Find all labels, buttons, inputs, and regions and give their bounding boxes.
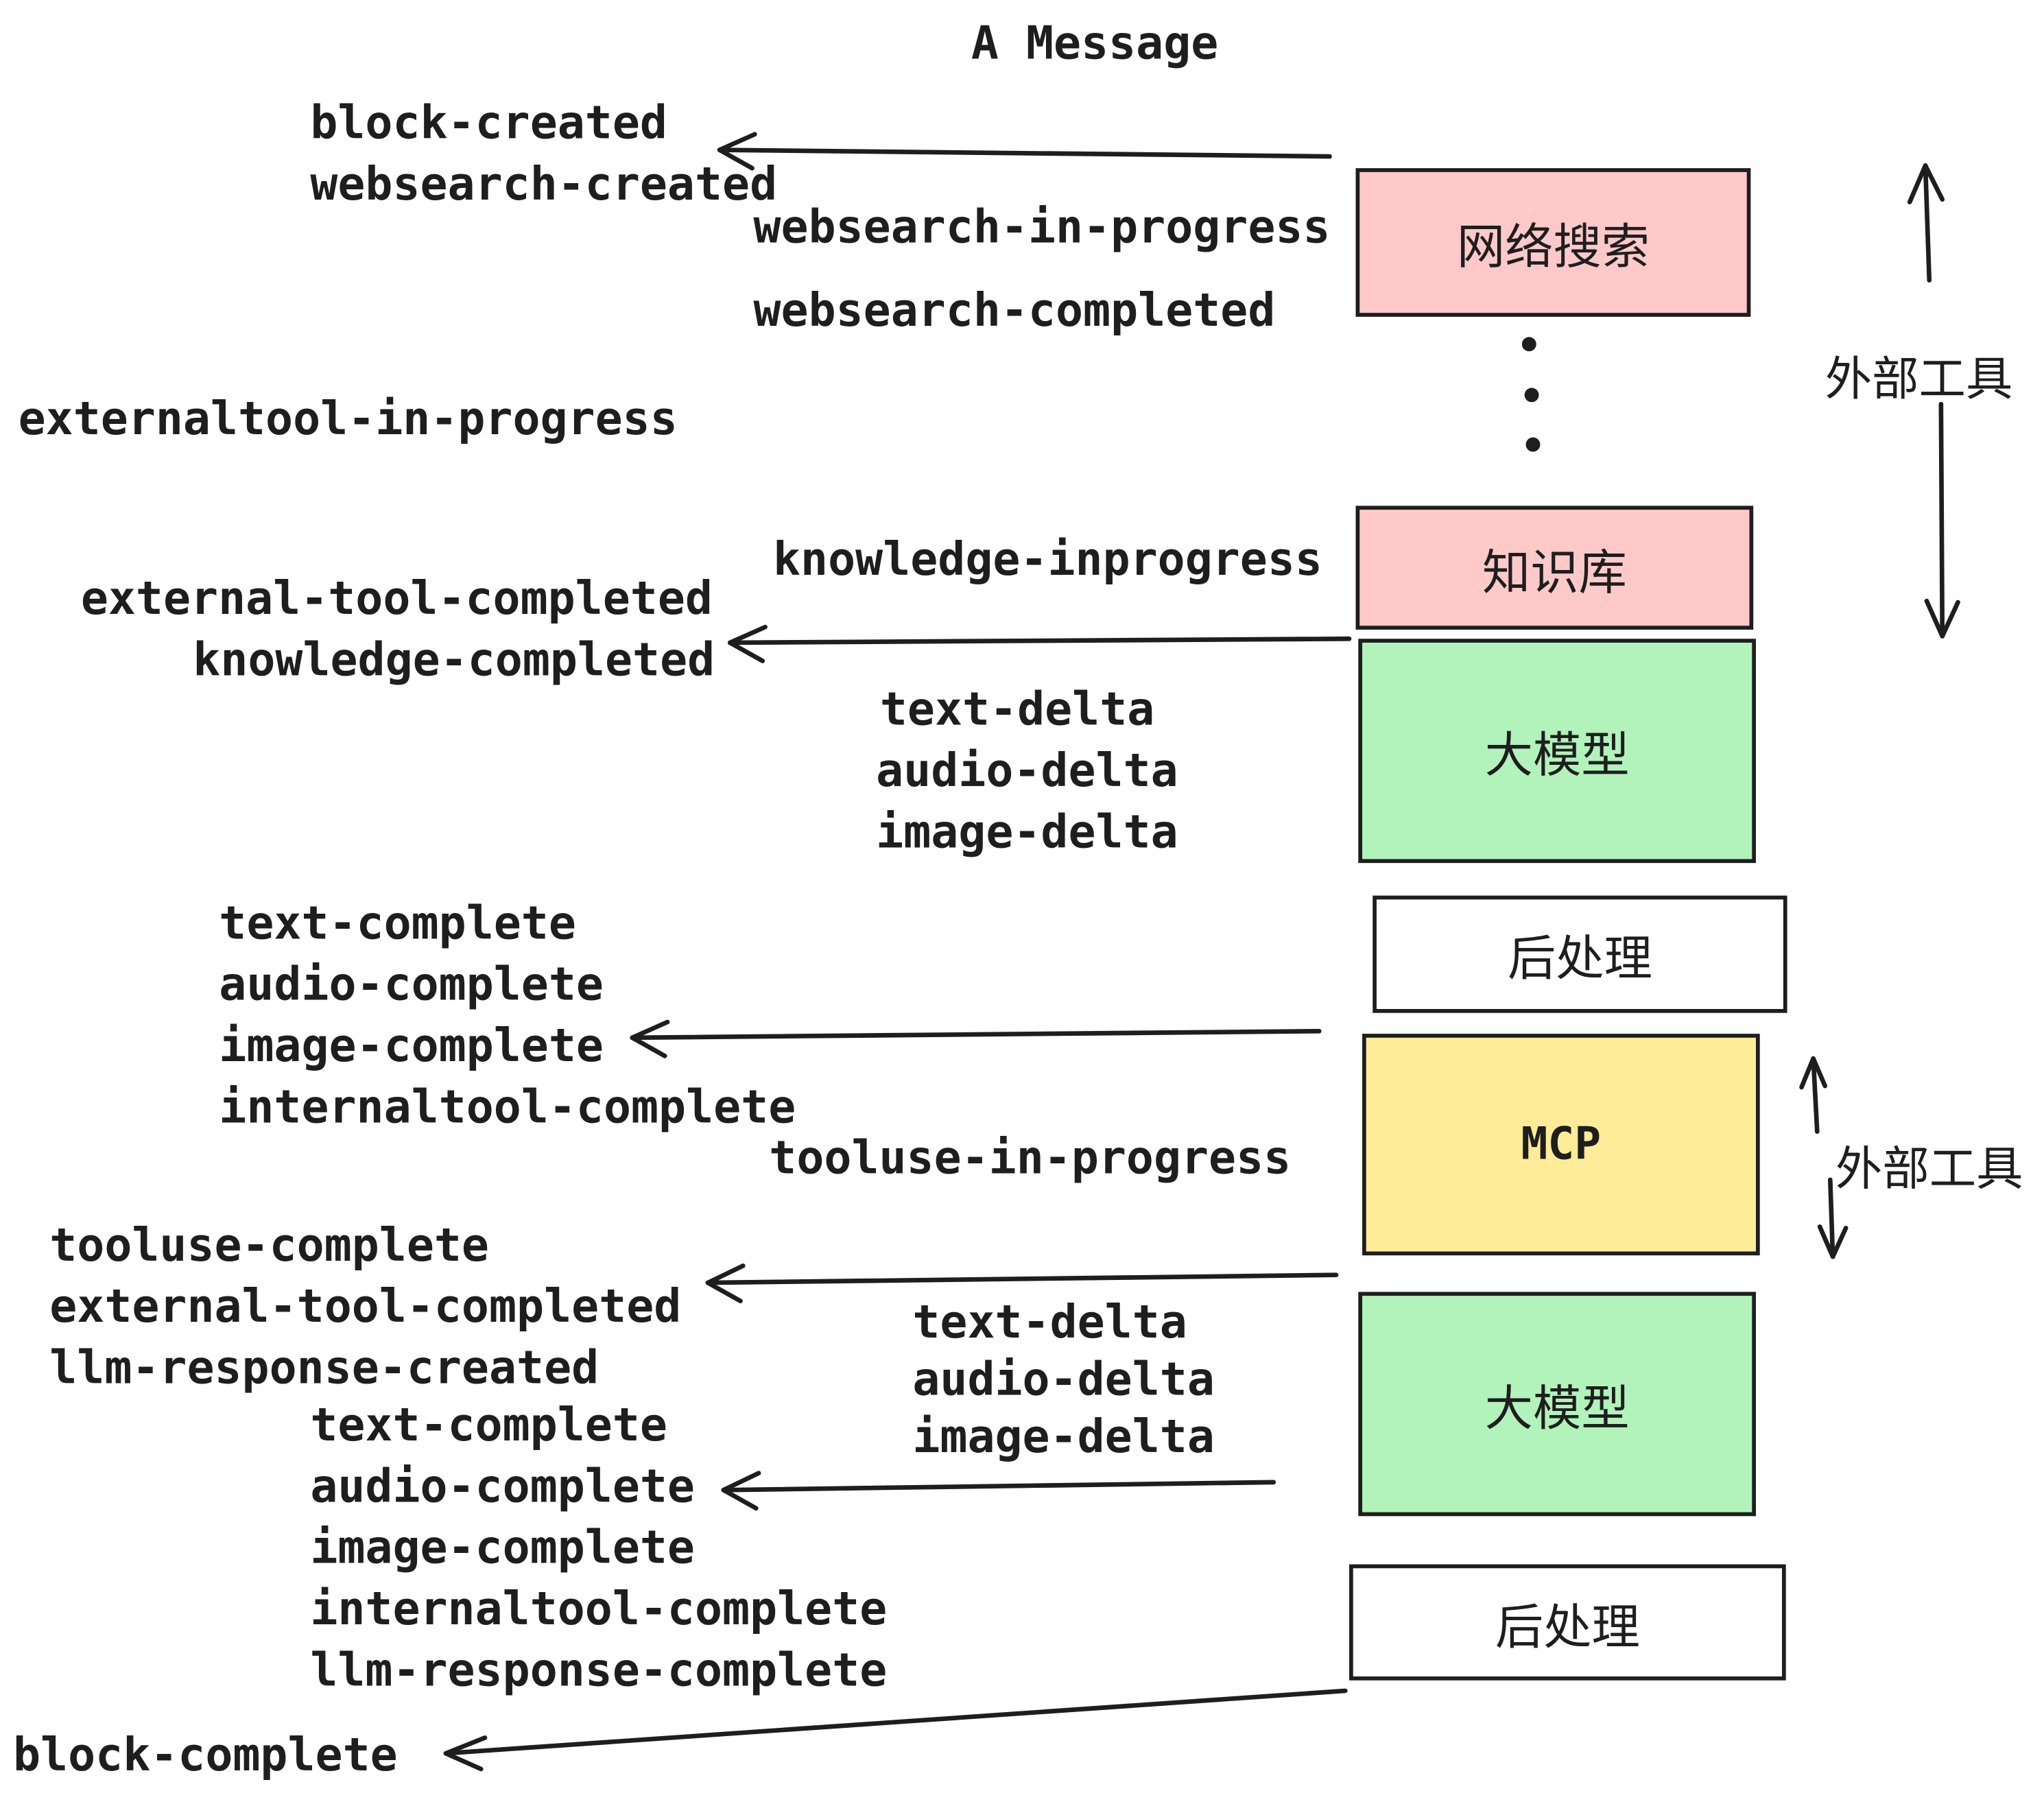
event-llm-response-created: llm-response-created [49, 1342, 599, 1395]
event-audio-delta-1: audio-delta [876, 746, 1178, 798]
event-block-created: block-created [310, 97, 667, 150]
node-llm-top: 大模型 [1358, 639, 1756, 864]
diagram-title: A Message [971, 18, 1219, 71]
event-image-delta-1: image-delta [876, 807, 1178, 859]
event-image-complete-1: image-complete [219, 1021, 604, 1073]
event-knowledge-inprogress: knowledge-inprogress [773, 534, 1322, 587]
event-websearch-created: websearch-created [310, 158, 778, 211]
ellipsis-dots [1521, 337, 1541, 452]
event-image-complete-2: image-complete [310, 1522, 696, 1575]
event-internaltool-complete-1: internaltool-complete [219, 1082, 796, 1135]
node-mcp: MCP [1362, 1034, 1760, 1256]
arrow-knowledge-completed [727, 624, 1352, 663]
event-knowledge-completed: knowledge-completed [193, 634, 715, 687]
node-mcp-label: MCP [1521, 1118, 1602, 1171]
event-image-delta-2: image-delta [912, 1412, 1215, 1464]
arrow-tooluse-complete [705, 1263, 1339, 1304]
event-websearch-completed: websearch-completed [753, 285, 1276, 338]
node-llm-bottom-label: 大模型 [1484, 1381, 1630, 1436]
node-post-top: 后处理 [1372, 895, 1787, 1013]
arrow-block-complete [443, 1688, 1348, 1772]
arrow-internal-complete [630, 1019, 1322, 1058]
external-tools-bottom-up-arrow [1799, 1056, 1828, 1134]
node-post-bottom-label: 后处理 [1495, 1600, 1640, 1654]
event-external-tool-completed-2: external-tool-completed [49, 1281, 682, 1334]
arrow-websearch-created [717, 132, 1332, 171]
node-websearch-label: 网络搜索 [1456, 220, 1650, 274]
node-websearch: 网络搜索 [1355, 168, 1751, 317]
external-tools-bottom-label: 外部工具 [1835, 1141, 2023, 1196]
event-text-delta-2: text-delta [912, 1297, 1187, 1350]
external-tools-bottom-down-arrow [1817, 1177, 1849, 1259]
event-llm-response-complete: llm-response-complete [310, 1645, 888, 1698]
event-external-tool-completed-1: external-tool-completed [80, 573, 713, 626]
node-post-bottom: 后处理 [1349, 1564, 1786, 1681]
event-text-delta-1: text-delta [879, 684, 1155, 737]
event-internaltool-complete-2: internaltool-complete [310, 1584, 888, 1637]
event-audio-complete-1: audio-complete [219, 959, 604, 1012]
event-block-complete: block-complete [13, 1729, 398, 1782]
event-websearch-in-progress: websearch-in-progress [753, 202, 1331, 254]
event-tooluse-in-progress: tooluse-in-progress [769, 1132, 1292, 1185]
external-tools-top-up-arrow [1907, 163, 1945, 283]
arrow-llm-complete [721, 1471, 1276, 1511]
node-llm-bottom: 大模型 [1358, 1292, 1756, 1517]
external-tools-top-down-arrow [1924, 401, 1960, 639]
event-tooluse-complete: tooluse-complete [49, 1220, 489, 1272]
node-knowledge: 知识库 [1355, 506, 1754, 630]
node-llm-top-label: 大模型 [1484, 728, 1630, 783]
event-audio-complete-2: audio-complete [310, 1461, 696, 1514]
event-externaltool-in-progress: externaltool-in-progress [18, 393, 678, 446]
node-knowledge-label: 知识库 [1482, 545, 1627, 600]
event-text-complete-2: text-complete [310, 1400, 667, 1453]
node-post-top-label: 后处理 [1507, 931, 1652, 986]
event-audio-delta-2: audio-delta [912, 1354, 1215, 1407]
event-text-complete-1: text-complete [219, 898, 576, 951]
external-tools-top-label: 外部工具 [1825, 352, 2013, 406]
